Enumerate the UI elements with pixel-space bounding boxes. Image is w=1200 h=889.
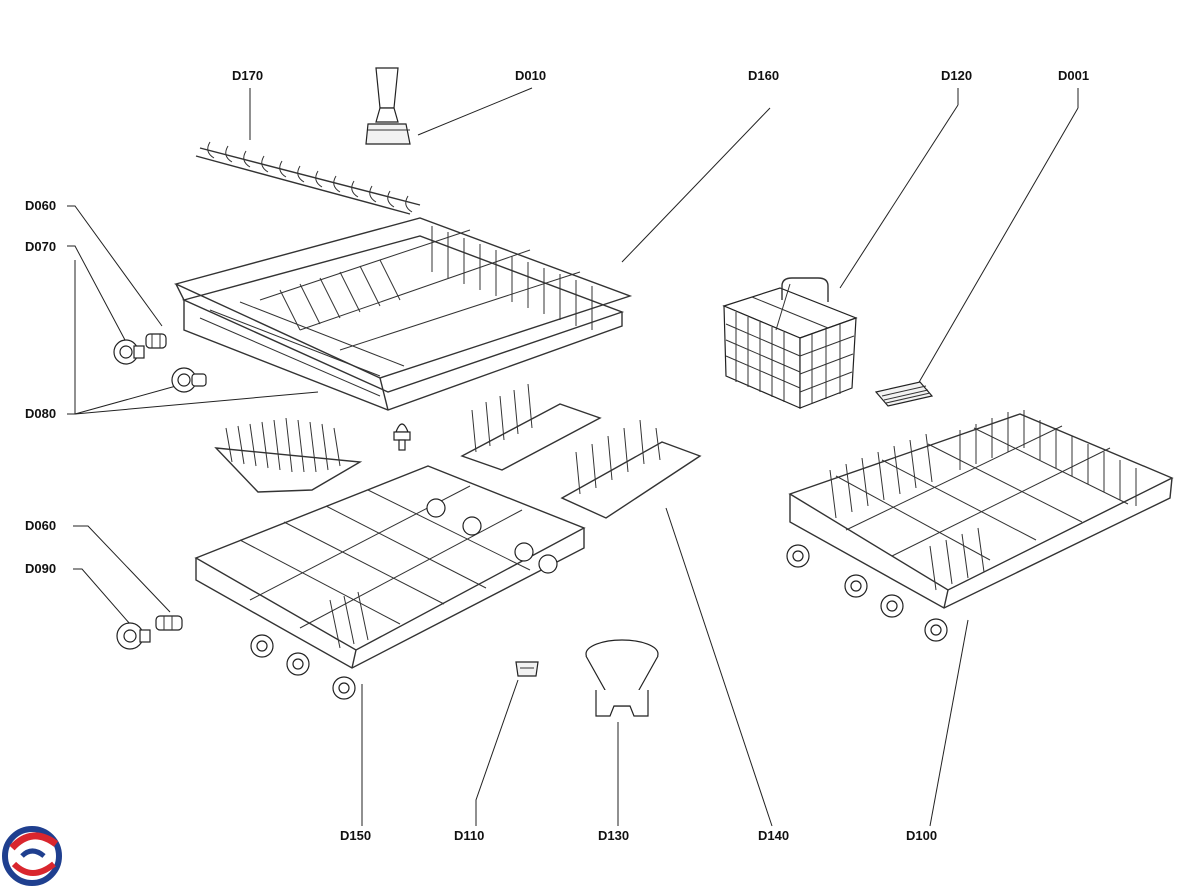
label-d080: D080 bbox=[25, 406, 56, 421]
leader-d090 bbox=[73, 568, 131, 625]
upper-basket-d160 bbox=[173, 217, 633, 411]
leader-d110 bbox=[475, 679, 519, 826]
wheels-d150 bbox=[250, 498, 558, 700]
funnel-d130 bbox=[585, 639, 659, 717]
cutlery-basket-d120 bbox=[722, 277, 858, 409]
label-d060-bottom: D060 bbox=[25, 518, 56, 533]
wheel-axle-d060-bottom bbox=[155, 615, 183, 631]
lower-basket-d100 bbox=[786, 410, 1174, 642]
leader-d100 bbox=[929, 619, 969, 827]
plate-insert-left bbox=[214, 417, 363, 493]
leader-d160 bbox=[621, 107, 771, 263]
label-d140: D140 bbox=[758, 828, 789, 843]
wheel-d070 bbox=[113, 339, 145, 365]
leader-d001b bbox=[917, 107, 1079, 385]
clip-d110 bbox=[515, 661, 539, 677]
label-d090: D090 bbox=[25, 561, 56, 576]
label-d060-top: D060 bbox=[25, 198, 56, 213]
leader-d060-top bbox=[67, 205, 163, 327]
spray-nozzle bbox=[393, 423, 411, 451]
wheel-d090 bbox=[116, 622, 151, 650]
leader-d080 bbox=[67, 260, 76, 415]
wheels-d100 bbox=[786, 544, 948, 642]
label-d120: D120 bbox=[941, 68, 972, 83]
wheel-d080 bbox=[171, 367, 207, 393]
label-d001: D001 bbox=[1058, 68, 1089, 83]
plate-rack-d140 bbox=[460, 383, 702, 519]
leader-d140 bbox=[665, 507, 773, 827]
label-d160: D160 bbox=[748, 68, 779, 83]
leader-d120b bbox=[839, 104, 959, 289]
leader-d080b bbox=[74, 385, 177, 415]
label-d170: D170 bbox=[232, 68, 263, 83]
leader-d060-bottom bbox=[73, 525, 171, 613]
label-d070: D070 bbox=[25, 239, 56, 254]
rack-handle-d010 bbox=[365, 67, 411, 145]
label-d110: D110 bbox=[454, 828, 484, 843]
lower-basket-d150 bbox=[194, 465, 586, 700]
cutlery-grid-d001 bbox=[874, 381, 934, 407]
cup-shelf-d170 bbox=[195, 141, 421, 215]
leader-lines bbox=[67, 87, 1079, 827]
leader-d070 bbox=[67, 245, 126, 341]
leader-d010 bbox=[417, 87, 533, 136]
label-d010: D010 bbox=[515, 68, 546, 83]
label-d130: D130 bbox=[598, 828, 629, 843]
brand-swirl-logo bbox=[2, 826, 62, 886]
label-d100: D100 bbox=[906, 828, 937, 843]
leader-d080c bbox=[74, 391, 319, 415]
label-d150: D150 bbox=[340, 828, 371, 843]
wheel-axle-d060-top bbox=[145, 333, 167, 349]
